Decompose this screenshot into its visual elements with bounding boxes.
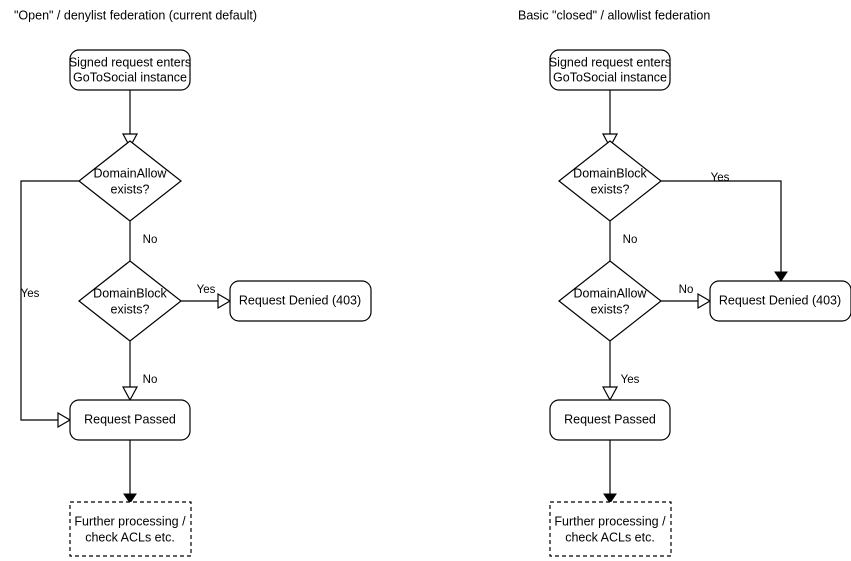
node-request-passed-left-label: Request Passed <box>84 412 176 426</box>
node-further-processing-right-line1: Further processing / <box>554 514 666 528</box>
node-decision-domainallow-left-line1: DomainAllow <box>94 166 168 180</box>
edge-label-domainblock-yes-right: Yes <box>711 172 730 184</box>
node-decision-domainblock-right: DomainBlock exists? <box>558 140 662 222</box>
node-entry-right: Signed request enters GoToSocial instanc… <box>549 49 671 91</box>
node-decision-domainblock-left: DomainBlock exists? <box>78 260 182 342</box>
node-decision-domainblock-right-line1: DomainBlock <box>573 166 647 180</box>
edge-passed-to-further-right <box>603 440 617 504</box>
node-decision-domainblock-left-line2: exists? <box>111 302 150 316</box>
node-entry-left-line1: Signed request enters <box>69 55 191 69</box>
node-decision-domainallow-left-line2: exists? <box>111 182 150 196</box>
node-entry-right-line1: Signed request enters <box>549 55 671 69</box>
node-request-denied-right-label: Request Denied (403) <box>719 293 841 307</box>
node-decision-domainblock-right-line2: exists? <box>591 182 630 196</box>
node-decision-domainallow-right: DomainAllow exists? <box>558 260 662 342</box>
edge-domainallow-no-right: No <box>661 284 712 310</box>
edge-passed-to-further-left <box>123 440 137 504</box>
node-request-denied-right: Request Denied (403) <box>709 280 851 322</box>
node-entry-right-line2: GoToSocial instance <box>553 70 667 84</box>
node-request-passed-right-label: Request Passed <box>564 412 656 426</box>
node-decision-domainallow-right-line1: DomainAllow <box>574 286 648 300</box>
edge-domainallow-yes-left: Yes <box>20 180 79 429</box>
edge-label-domainallow-no-right: No <box>679 284 694 296</box>
edge-domainblock-yes-right: Yes <box>661 172 788 282</box>
edge-label-domainallow-yes-left: Yes <box>21 288 40 300</box>
edge-label-domainblock-no-left: No <box>143 374 158 386</box>
node-further-processing-right-line2: check ACLs etc. <box>565 530 655 544</box>
diagram-title-left: "Open" / denylist federation (current de… <box>14 8 257 22</box>
node-request-passed-right: Request Passed <box>549 399 671 441</box>
edge-label-domainblock-yes-left: Yes <box>197 284 216 296</box>
node-further-processing-left-line2: check ACLs etc. <box>85 530 175 544</box>
node-entry-left-line2: GoToSocial instance <box>73 70 187 84</box>
diagram-title-right: Basic "closed" / allowlist federation <box>518 8 710 22</box>
edge-entry-to-domainblock <box>601 90 619 149</box>
diagram-closed-allowlist: Basic "closed" / allowlist federation Si… <box>518 8 851 557</box>
node-request-denied-left: Request Denied (403) <box>229 280 372 322</box>
node-decision-domainallow-right-line2: exists? <box>591 302 630 316</box>
diagram-open-denylist: "Open" / denylist federation (current de… <box>14 8 372 557</box>
node-request-passed-left: Request Passed <box>69 399 191 441</box>
node-request-denied-left-label: Request Denied (403) <box>239 293 361 307</box>
node-further-processing-left: Further processing / check ACLs etc. <box>69 501 192 557</box>
edge-label-domainallow-yes-right: Yes <box>621 374 640 386</box>
edge-label-domainallow-no-left: No <box>143 234 158 246</box>
node-entry-left: Signed request enters GoToSocial instanc… <box>69 49 191 91</box>
node-further-processing-right: Further processing / check ACLs etc. <box>549 501 672 557</box>
node-further-processing-left-line1: Further processing / <box>74 514 186 528</box>
edge-label-domainblock-no-right: No <box>623 234 638 246</box>
node-decision-domainallow-left: DomainAllow exists? <box>78 140 182 222</box>
edge-domainblock-yes-left: Yes <box>181 284 232 310</box>
node-decision-domainblock-left-line1: DomainBlock <box>93 286 167 300</box>
edge-domainallow-yes-right: Yes <box>601 341 640 402</box>
edge-entry-to-domainallow <box>121 90 139 149</box>
edge-domainblock-no-left: No <box>121 341 158 402</box>
